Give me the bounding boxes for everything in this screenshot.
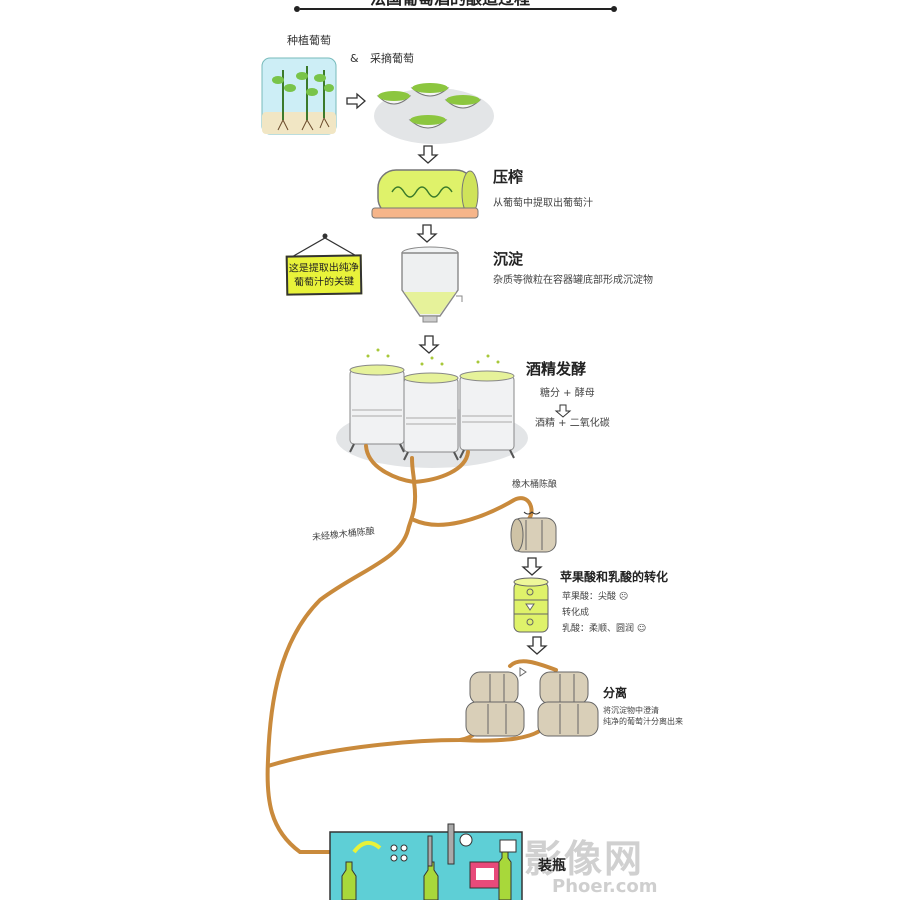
formula-top: 糖分 + 酵母 [540,388,595,399]
bottling-machine-illustration [329,823,523,900]
malo-line-2: 转化成 [562,608,590,618]
title-text: 法国葡萄酒的酿造过程 [370,0,530,8]
title-dot-right [611,6,617,12]
malo-line-3: 乳酸：柔顺、圆润 ☺ [562,624,647,634]
step-pick-label: 采摘葡萄 [370,52,414,65]
note-card-pin [322,233,328,239]
step-press-desc: 从葡萄中提取出葡萄汁 [493,198,593,209]
ampersand: & [350,52,359,65]
settling-tank-illustration [401,246,463,323]
malo-line-1: 苹果酸：尖酸 ☹ [562,592,629,602]
malolactic-tank-illustration [513,577,549,633]
step-malo-label: 苹果酸和乳酸的转化 [560,570,669,584]
formula-bottom: 酒精 + 二氧化碳 [535,418,610,429]
separate-desc-1: 将沉淀物中澄清 [603,706,659,715]
oak-barrel-illustration [510,511,557,553]
arrow-to-press [417,145,439,164]
formula-arrow [554,404,572,418]
note-card: 这是提取出纯净 葡萄汁的关键 [285,254,363,296]
step-settle-label: 沉淀 [493,250,524,268]
fermentation-tanks-illustration [336,348,528,468]
picking-baskets-illustration [374,83,494,144]
watermark-sub: Phoer.com [552,876,658,897]
press-illustration [371,169,479,219]
separation-barrels-illustration [465,667,599,737]
planting-illustration [261,57,337,135]
step-bottle-label: 装瓶 [538,858,566,874]
note-line-2: 葡萄汁的关键 [294,276,355,289]
step-ferment-label: 酒精发酵 [526,360,587,378]
step-plant-label: 种植葡萄 [287,34,331,47]
title-dot-left [294,6,300,12]
arrow-to-ferment [418,335,440,354]
step-press-label: 压榨 [493,168,524,186]
pipes [265,444,558,854]
step-settle-desc: 杂质等微粒在容器罐底部形成沉淀物 [493,275,653,286]
oak-label: 橡木桶陈酿 [512,480,558,490]
arrow-to-separate [526,636,548,655]
note-line-1: 这是提取出纯净 [288,262,359,275]
step-separate-label: 分离 [603,686,628,700]
separate-desc-2: 纯净的葡萄汁分离出来 [603,717,683,726]
arrow-to-malo [521,557,543,576]
watermark-main: 影像网 [524,837,645,881]
arrow-plant-to-pick [346,92,366,110]
arrow-to-settle [416,224,438,243]
